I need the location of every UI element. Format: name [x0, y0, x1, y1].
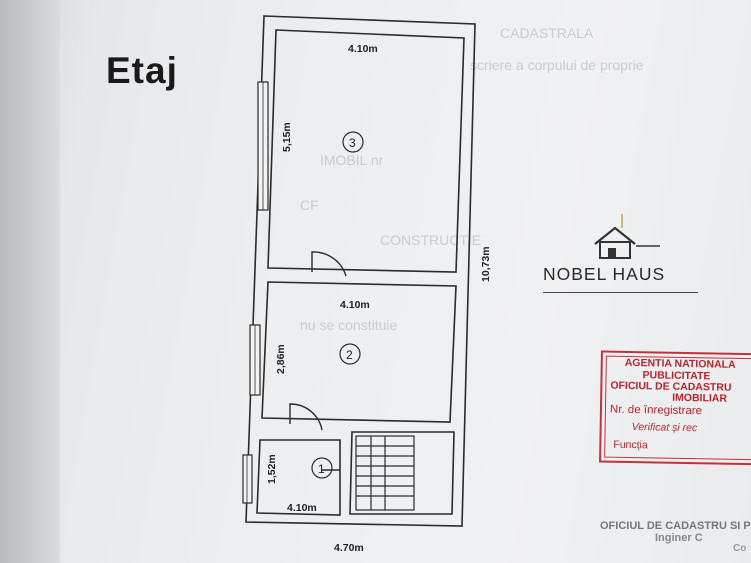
dim-total-width: 4.70m — [334, 542, 364, 554]
stamp-line-6: Verificat și rec — [631, 421, 698, 435]
dim-room-2-height: 2,86m — [275, 344, 287, 374]
svg-text:CONSTRUCTIE: CONSTRUCTIE — [380, 232, 481, 248]
svg-text:IMOBIL nr: IMOBIL nr — [320, 152, 384, 168]
dim-room-1-height: 1,52m — [266, 454, 278, 484]
house-logo-icon — [594, 214, 660, 259]
stairs — [355, 435, 415, 511]
svg-text:CF: CF — [300, 197, 319, 213]
dim-room-3-height: 5,15m — [281, 122, 293, 152]
room-3-number: 3 — [349, 136, 356, 150]
stamp-line-7: Funcția — [613, 438, 648, 452]
brand-name: NOBEL HAUS — [543, 264, 666, 284]
stamp-line-1: AGENTIA NATIONALA — [624, 356, 736, 371]
brand-underline — [543, 292, 698, 293]
stamp-line-5: Nr. de înregistrare — [609, 403, 703, 418]
stamp-line-4: IMOBILIAR — [672, 391, 728, 405]
dim-room-2-width: 4.10m — [340, 299, 370, 311]
sheet-edge — [0, 0, 60, 563]
dim-room-3-width: 4.10m — [348, 43, 378, 55]
office-stamp-text: OFICIUL DE CADASTRU SI P — [600, 520, 751, 532]
room-1-marker — [311, 457, 333, 479]
svg-text:CADASTRALA: CADASTRALA — [500, 25, 594, 41]
dim-total-height: 10,73m — [480, 246, 492, 282]
dim-room-1-width: 4.10m — [287, 502, 317, 514]
stamp-co-text: Co — [733, 543, 747, 554]
room-1-outline — [256, 439, 341, 516]
room-3-marker — [342, 131, 364, 153]
registration-stamp: AGENTIA NATIONALA PUBLICITATE OFICIUL DE… — [599, 350, 751, 466]
door-room-2 — [289, 403, 323, 431]
stair-enclosure — [349, 431, 455, 515]
window-room-1 — [242, 454, 253, 504]
room-3-outline — [267, 29, 465, 273]
svg-text:nu se constituie: nu se constituie — [300, 317, 397, 333]
page-title: Etaj — [106, 50, 178, 91]
engineer-stamp-text: Inginer C — [655, 532, 703, 544]
room-1-number: 1 — [318, 462, 325, 476]
door-room-3 — [311, 251, 347, 277]
room-2-number: 2 — [346, 348, 353, 362]
room-2-marker — [339, 343, 361, 365]
room-2-outline — [261, 281, 457, 423]
svg-text:scriere a corpului de proprie: scriere a corpului de proprie — [470, 57, 644, 73]
